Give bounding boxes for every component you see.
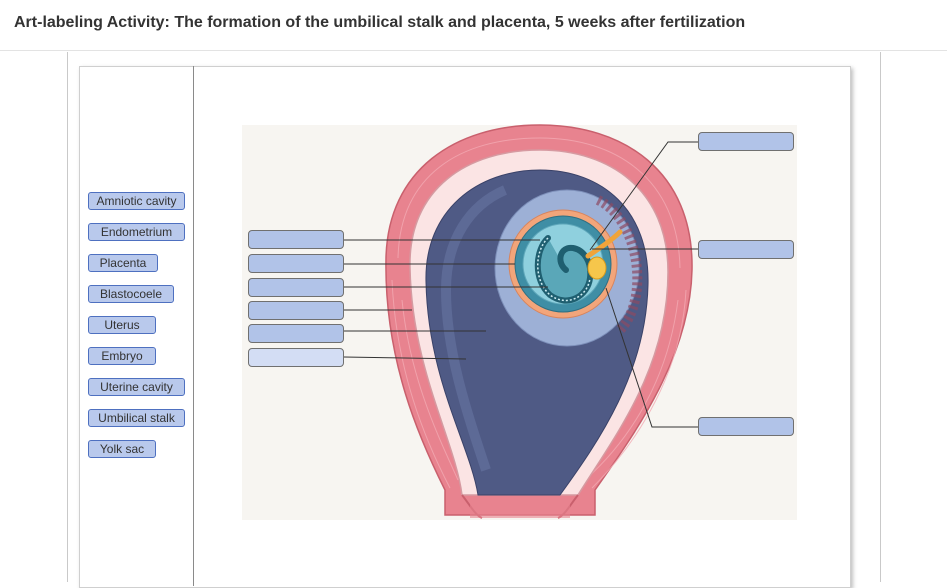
leader-lines [343,141,698,428]
page-title: Art-labeling Activity: The formation of … [14,14,746,31]
label-chip-amniotic-cavity[interactable]: Amniotic cavity [88,192,185,210]
drop-target-left-6[interactable] [248,348,344,367]
label-chip-umbilical-stalk[interactable]: Umbilical stalk [88,409,185,427]
drop-target-right-2[interactable] [698,240,794,259]
label-chip-endometrium[interactable]: Endometrium [88,223,185,241]
label-chip-placenta[interactable]: Placenta [88,254,158,272]
umbilical-stalk-shape [585,229,623,259]
placenta-villi [595,195,643,334]
header-bar: Art-labeling Activity: The formation of … [0,0,947,51]
content-frame [67,52,881,582]
drop-target-left-4[interactable] [248,301,344,320]
drop-target-left-1[interactable] [248,230,344,249]
drop-target-left-3[interactable] [248,278,344,297]
drop-target-left-2[interactable] [248,254,344,273]
embryo-shape [534,235,594,304]
label-chip-blastocoele[interactable]: Blastocoele [88,285,174,303]
label-chip-uterine-cavity[interactable]: Uterine cavity [88,378,185,396]
label-chip-uterus[interactable]: Uterus [88,316,156,334]
drop-target-left-5[interactable] [248,324,344,343]
label-chip-embryo[interactable]: Embryo [88,347,156,365]
label-bank: Amniotic cavity Endometrium Placenta Bla… [79,66,194,586]
uterus-illustration [242,124,797,520]
yolk-sac-shape [587,256,607,280]
drop-target-right-3[interactable] [698,417,794,436]
drop-target-right-1[interactable] [698,132,794,151]
label-chip-yolk-sac[interactable]: Yolk sac [88,440,156,458]
